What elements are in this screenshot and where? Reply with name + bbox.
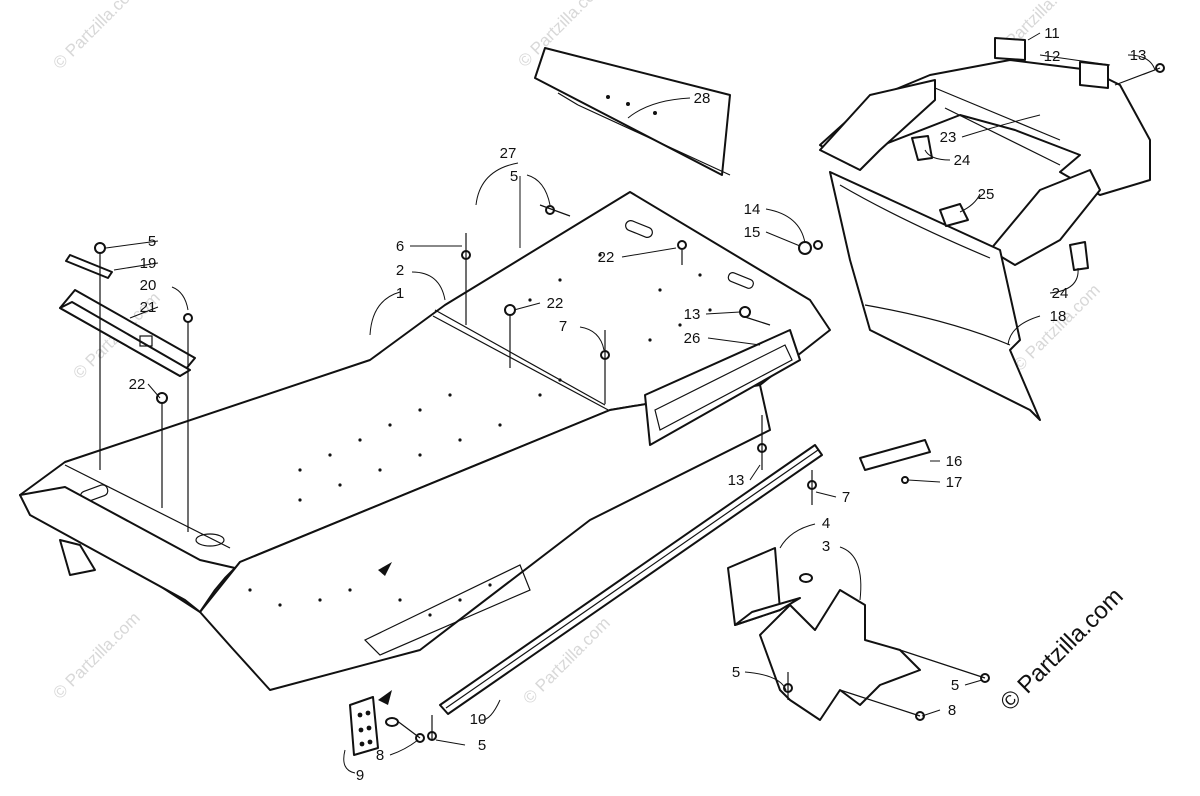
nut-icon: [799, 573, 813, 583]
part-decal-16: [859, 439, 931, 471]
callout-22: 22: [129, 376, 146, 393]
callout-11: 11: [1044, 25, 1060, 42]
callout-19: 19: [140, 255, 157, 272]
bolt-icon: [427, 715, 437, 741]
bolt-icon: [539, 204, 571, 217]
callout-1: 1: [396, 285, 404, 302]
callout-24: 24: [954, 152, 971, 169]
deck-holes: [248, 253, 712, 617]
callout-18: 18: [1050, 308, 1067, 325]
part-flap: [534, 47, 731, 176]
callout-26: 26: [684, 330, 701, 347]
rivet-icon: [504, 304, 516, 368]
rivet-icon: [901, 476, 909, 484]
callout-28: 28: [694, 90, 711, 107]
callout-5: 5: [732, 664, 740, 681]
part-bracket-3: [759, 589, 921, 721]
watermark: © Partzilla.com: [49, 0, 143, 73]
fasteners: [94, 63, 1165, 743]
bolt-icon: [183, 313, 193, 532]
bolt-icon: [94, 242, 106, 470]
callout-13: 13: [684, 306, 701, 323]
callout-20: 20: [140, 277, 157, 294]
triangle-pointer-icon: [378, 562, 392, 576]
part-plate-9: [349, 696, 379, 756]
callout-7: 7: [559, 318, 567, 335]
rivet-icon: [156, 392, 168, 508]
nut-icon: [798, 240, 823, 255]
callout-5: 5: [951, 677, 959, 694]
rivet-icon: [677, 240, 687, 265]
part-tunnel: [19, 191, 831, 691]
bolt-icon: [395, 719, 425, 743]
bolt-icon: [1114, 63, 1165, 86]
callout-25: 25: [978, 186, 995, 203]
callouts: 1 2 3 4 5 5 5 5 5 6 7 7 8 8 9 10 11 12 1…: [129, 25, 1147, 784]
bolt-icon: [600, 330, 610, 404]
triangle-pointer-icon: [378, 690, 392, 705]
part-snow-guard: [829, 171, 1041, 421]
callout-4: 4: [822, 515, 830, 532]
callout-13: 13: [728, 472, 745, 489]
nut-icon: [385, 717, 399, 727]
bolt-icon: [807, 470, 817, 505]
callout-27: 27: [500, 145, 517, 162]
callout-8: 8: [376, 747, 384, 764]
callout-15: 15: [744, 224, 761, 241]
callout-24: 24: [1052, 285, 1069, 302]
callout-5: 5: [148, 233, 156, 250]
callout-22: 22: [598, 249, 615, 266]
callout-21: 21: [140, 299, 157, 316]
callout-16: 16: [946, 453, 963, 470]
leader-lines: [105, 32, 1156, 774]
callout-6: 6: [396, 238, 404, 255]
callout-10: 10: [470, 711, 487, 728]
callout-14: 14: [744, 201, 761, 218]
callout-3: 3: [822, 538, 830, 555]
callout-7: 7: [842, 489, 850, 506]
part-bracket-21: [59, 289, 196, 377]
callout-2: 2: [396, 262, 404, 279]
bolt-icon: [461, 233, 471, 325]
callout-13: 13: [1130, 47, 1147, 64]
callout-22: 22: [547, 295, 564, 312]
watermark: © Partzilla.com: [49, 608, 143, 702]
bolt-icon: [757, 415, 767, 470]
part-strip-19: [65, 254, 113, 279]
copyright-text: © Partzilla.com: [995, 583, 1128, 716]
callout-5: 5: [510, 168, 518, 185]
part-rear-bumper: [819, 37, 1151, 271]
bolt-icon: [839, 689, 925, 721]
callout-5: 5: [478, 737, 486, 754]
callout-17: 17: [946, 474, 963, 491]
part-bracket-4: [727, 547, 801, 626]
callout-8: 8: [948, 702, 956, 719]
part-slide-rail: [439, 444, 823, 715]
callout-9: 9: [356, 767, 364, 784]
callout-12: 12: [1044, 48, 1061, 65]
bolt-icon: [899, 649, 990, 683]
part-decal-26: [644, 329, 801, 446]
callout-23: 23: [940, 129, 957, 146]
